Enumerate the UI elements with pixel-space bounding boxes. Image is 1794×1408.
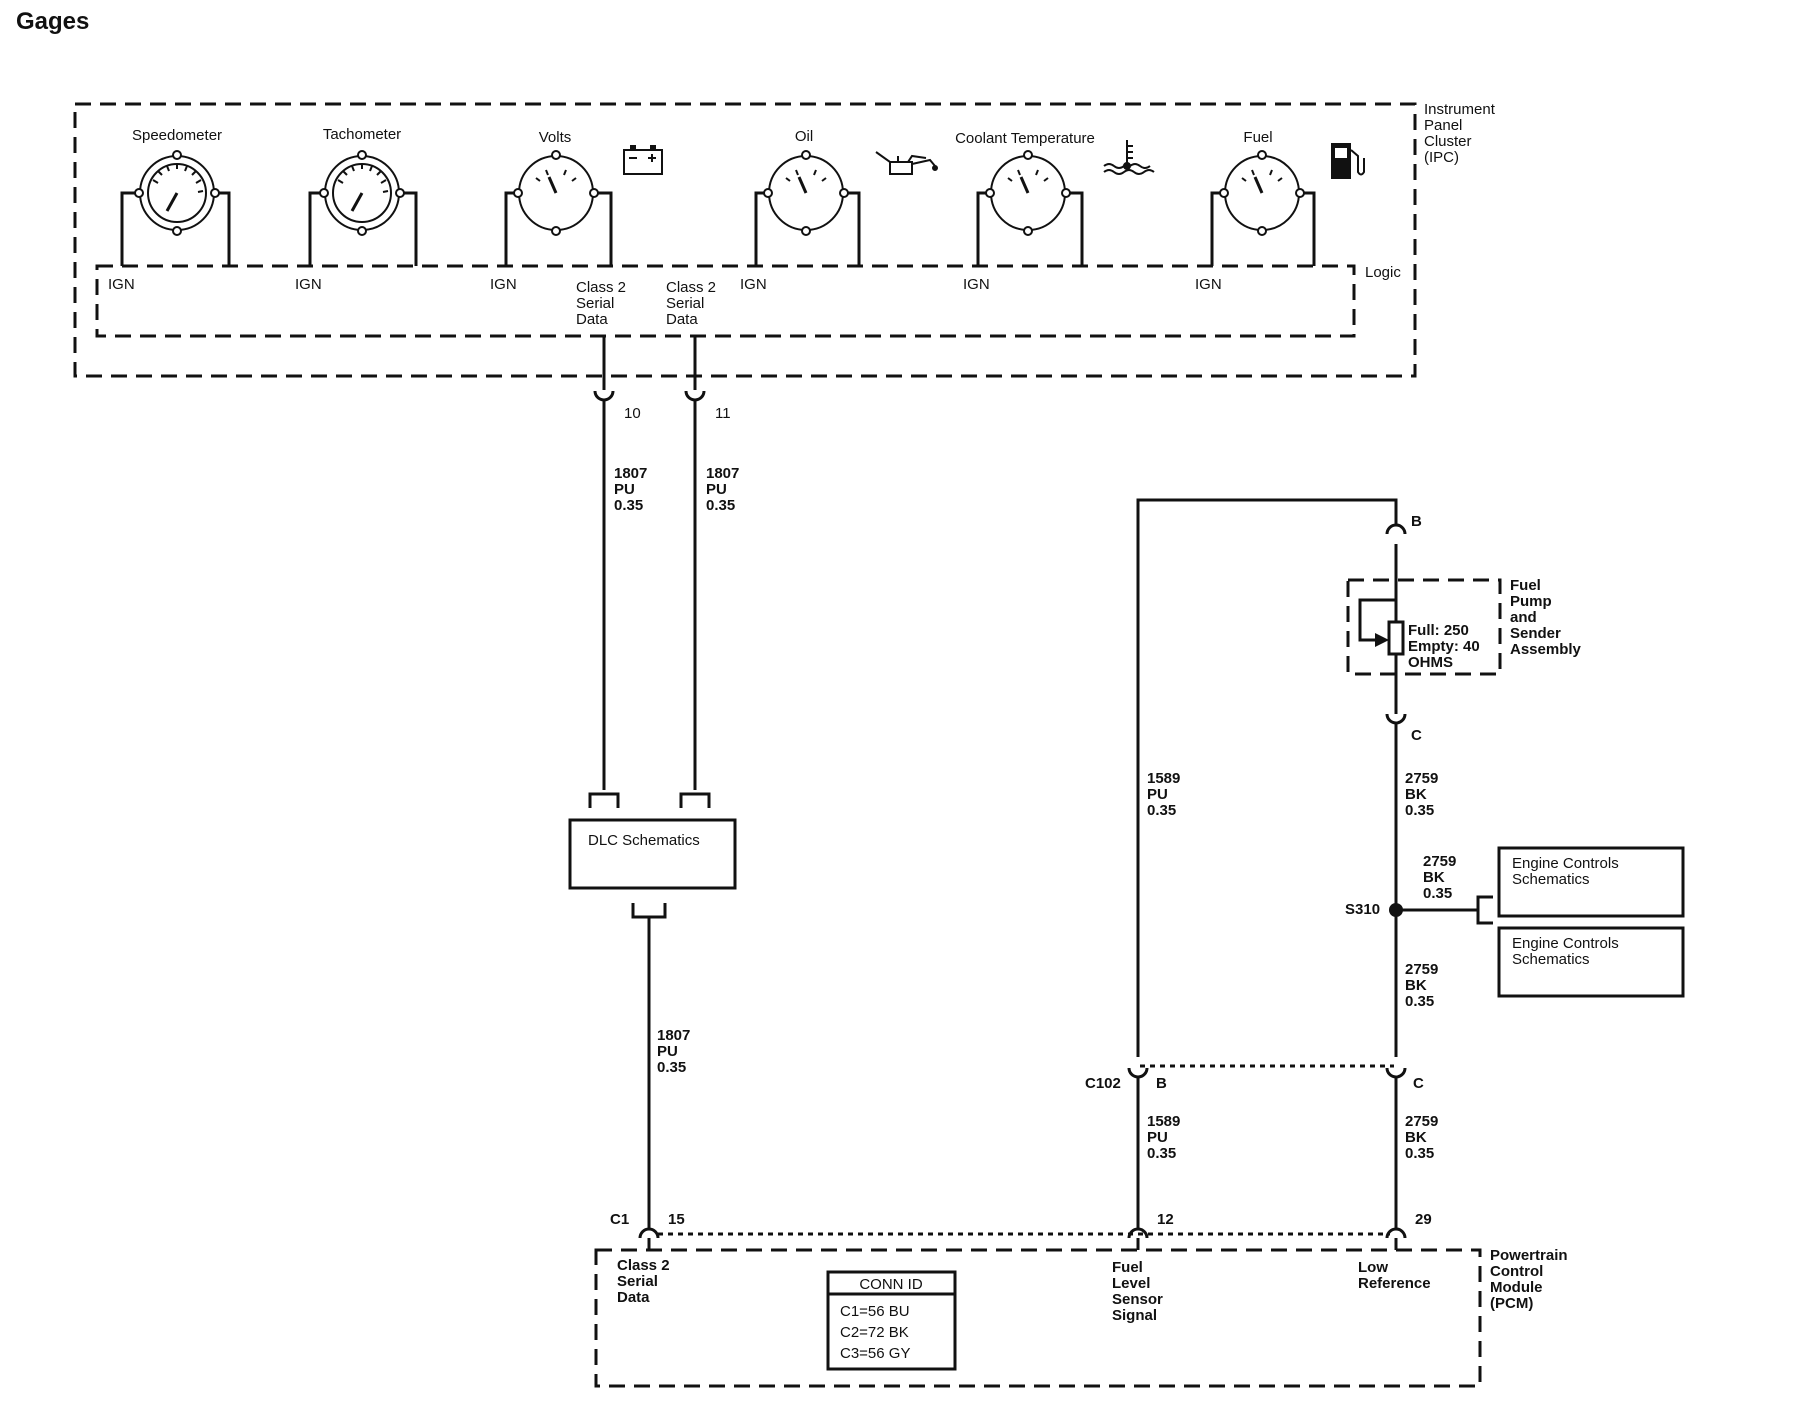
gauge-label-speedometer: Speedometer (132, 127, 222, 144)
fuel-pump-icon (1331, 143, 1365, 179)
battery-icon (623, 145, 663, 175)
dlc-schematics-box[interactable] (568, 818, 737, 890)
pcm-boundary (594, 1248, 1482, 1388)
pin-10: 10 (624, 405, 641, 422)
ign-label: IGN (108, 276, 135, 293)
conn-id-row: C1=56 BU (840, 1303, 910, 1320)
oil-can-icon (875, 151, 938, 175)
ign-label: IGN (740, 276, 767, 293)
connector-c102-pin-b: B (1156, 1075, 1167, 1092)
wire-label-1589-a: 1589 PU 0.35 (1147, 770, 1185, 819)
dlc-schematics-label: DLC Schematics (588, 832, 700, 849)
wire-label-1807-c: 1807 PU 0.35 (657, 1027, 695, 1076)
splice-s310-label: S310 (1345, 901, 1380, 918)
gauge-label-fuel: Fuel (1243, 129, 1272, 146)
wire-label-1807-a: 1807 PU 0.35 (614, 465, 652, 514)
pcm-connector-c1-label: C1 (610, 1211, 629, 1228)
ipc-serial-wire-b (679, 336, 711, 808)
pcm-label: Powertrain Control Module (PCM) (1490, 1247, 1572, 1312)
ipc-serial-data-label-b: Class 2 Serial Data (666, 279, 720, 328)
fuel-sender-wire (1358, 500, 1407, 725)
ign-label: IGN (963, 276, 990, 293)
logic-label: Logic (1365, 264, 1401, 281)
pcm-pin-29: 29 (1415, 1211, 1432, 1228)
gauge-label-tachometer: Tachometer (323, 126, 401, 143)
ign-label: IGN (1195, 276, 1222, 293)
pcm-fuel-level-label: Fuel Level Sensor Signal (1112, 1259, 1167, 1324)
coolant-temperature-icon (1103, 140, 1155, 175)
engine-controls-label-1: Engine Controls Schematics (1512, 855, 1623, 888)
fuel-sender-pin-c: C (1411, 727, 1422, 744)
ign-label: IGN (490, 276, 517, 293)
fuel-sender-pin-b: B (1411, 513, 1422, 530)
wire-label-2759-a: 2759 BK 0.35 (1405, 770, 1443, 819)
ipc-boundary (73, 102, 1417, 378)
connector-c102-pin-c: C (1413, 1075, 1424, 1092)
tachometer-gauge-icon: Tachometer (308, 126, 418, 266)
fuel-sender-boundary (1346, 578, 1502, 676)
fuel-sender-spec: Full: 250 Empty: 40 OHMS (1408, 622, 1484, 671)
ipc-label: Instrument Panel Cluster (IPC) (1424, 101, 1499, 166)
ipc-serial-wire-a (588, 336, 620, 808)
engine-controls-schematics-box-1[interactable] (1497, 846, 1685, 918)
wire-label-1807-b: 1807 PU 0.35 (706, 465, 744, 514)
fuel-gauge: Fuel (1210, 129, 1316, 266)
ign-label: IGN (295, 276, 322, 293)
gauge-label-volts: Volts (539, 129, 572, 146)
engine-controls-label-2: Engine Controls Schematics (1512, 935, 1623, 968)
ipc-serial-data-label-a: Class 2 Serial Data (576, 279, 630, 328)
wire-label-1589-b: 1589 PU 0.35 (1147, 1113, 1185, 1162)
pcm-low-reference-label: Low Reference (1358, 1259, 1431, 1292)
conn-id-row: C2=72 BK (840, 1324, 909, 1341)
pin-11: 11 (715, 405, 731, 422)
gauge-label-coolant-temperature: Coolant Temperature (955, 130, 1095, 147)
fuel-sender-label: Fuel Pump and Sender Assembly (1510, 577, 1582, 658)
pcm-serial-data-label: Class 2 Serial Data (617, 1257, 674, 1306)
gauge-label-oil: Oil (795, 128, 813, 145)
engine-controls-schematics-box-2[interactable] (1497, 926, 1685, 998)
wire-label-2759-c: 2759 BK 0.35 (1405, 961, 1443, 1010)
dlc-output-wire (631, 903, 667, 1228)
ign-labels: IGN IGN IGN IGN IGN IGN (108, 276, 1222, 293)
wire-label-2759-b: 2759 BK 0.35 (1423, 853, 1461, 902)
page-title: Gages (16, 8, 90, 35)
oil-pressure-gauge: Oil (754, 128, 861, 266)
volts-gauge: Volts (504, 129, 613, 266)
coolant-temperature-gauge: Coolant Temperature (955, 130, 1095, 266)
conn-id-row: C3=56 GY (840, 1345, 910, 1362)
pcm-pin-15: 15 (668, 1211, 685, 1228)
conn-id-table: CONN ID C1=56 BU C2=72 BK C3=56 GY (826, 1270, 957, 1371)
pcm-pin-12: 12 (1157, 1211, 1174, 1228)
logic-boundary (95, 264, 1356, 338)
speedometer-gauge-icon: Speedometer (120, 127, 231, 266)
wire-label-2759-d: 2759 BK 0.35 (1405, 1113, 1443, 1162)
connector-c102-label: C102 (1085, 1075, 1121, 1092)
wire-2759-bk (1385, 724, 1493, 1228)
conn-id-header: CONN ID (859, 1276, 923, 1293)
